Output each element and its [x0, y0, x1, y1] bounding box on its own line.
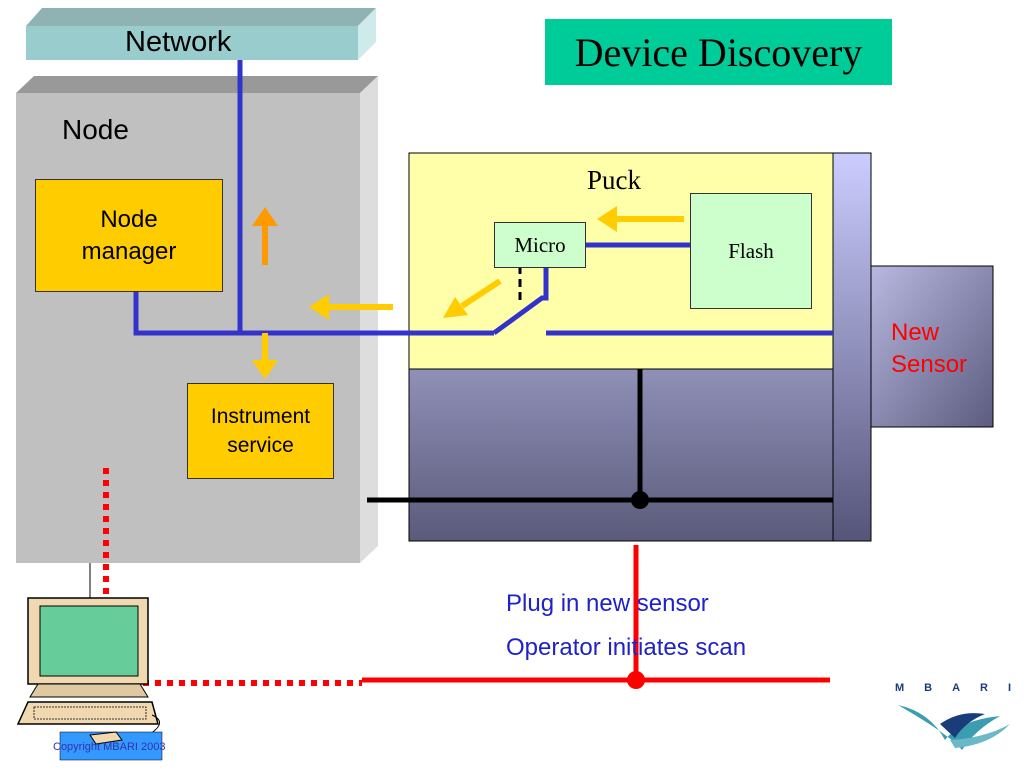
- new-sensor-label: New Sensor: [891, 317, 967, 381]
- micro-switch-line: [492, 266, 549, 336]
- mbari-wave-logo: [898, 705, 1010, 750]
- instrument-service-box: Instrument service: [187, 383, 334, 479]
- arrow-left-yellow-node: [309, 294, 393, 320]
- arrow-down-yellow: [252, 333, 278, 379]
- micro-box: Micro: [494, 222, 586, 268]
- network-label: Network: [125, 26, 232, 58]
- node-manager-label-line2: manager: [81, 237, 177, 265]
- node-box: [16, 76, 378, 563]
- puck-label: Puck: [587, 165, 641, 195]
- power-bus: [367, 369, 833, 503]
- new-sensor-label-line2: Sensor: [891, 351, 968, 378]
- instrument-service-label-line2: service: [227, 434, 294, 457]
- operator-junction: [627, 671, 645, 689]
- computer-icon: [16, 563, 163, 761]
- operator-lines: [103, 468, 830, 686]
- flash-box: Flash: [690, 193, 812, 309]
- node-bus-line: [133, 290, 494, 336]
- arrow-up-orange: [252, 207, 278, 265]
- instrument-service-label-line1: Instrument: [210, 405, 311, 428]
- mbari-logo-text: MBARI: [895, 682, 1024, 694]
- network-bar: [26, 8, 376, 60]
- power-junction: [631, 491, 649, 509]
- note-plug-in: Plug in new sensor: [506, 590, 709, 617]
- copyright-text: Copyright MBARI 2003: [53, 741, 166, 753]
- arrow-diagonal-yellow: [443, 278, 502, 318]
- note-operator-scan: Operator initiates scan: [506, 634, 747, 661]
- arrow-left-yellow-flash: [597, 206, 684, 232]
- node-label: Node: [62, 114, 129, 145]
- signal-lines: [133, 60, 833, 336]
- new-sensor-label-line1: New: [891, 319, 940, 346]
- node-manager-label-line1: Node: [100, 205, 158, 233]
- node-manager-box: Node manager: [35, 179, 223, 292]
- page-title: Device Discovery: [545, 19, 892, 85]
